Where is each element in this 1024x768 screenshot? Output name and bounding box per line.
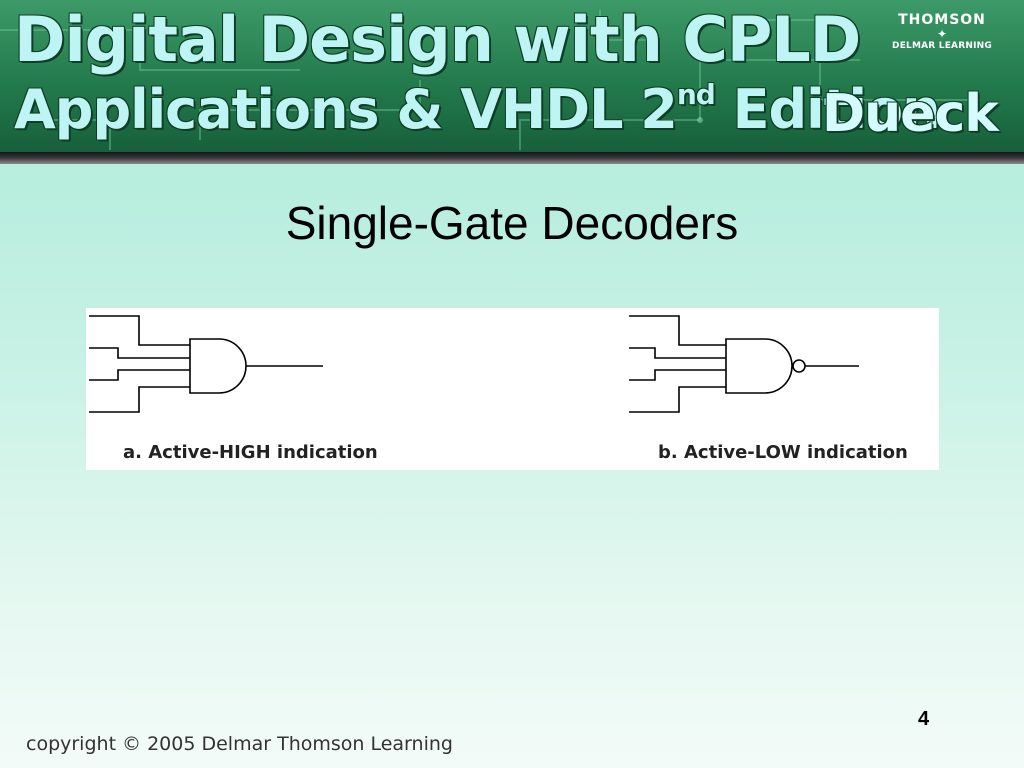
gate-diagrams: [89, 315, 859, 413]
slide-number: 4: [918, 708, 930, 730]
nand-gate-inputs: [629, 315, 726, 413]
book-title-line1: Digital Design with CPLD: [14, 3, 861, 76]
banner-divider: [0, 152, 1024, 164]
caption-active-low: b. Active-LOW indication: [658, 442, 908, 463]
book-banner: Digital Design with CPLD Applications & …: [0, 0, 1024, 152]
book-title-line2-suffix: Edition: [714, 78, 941, 141]
and-gate-symbol: [189, 338, 323, 394]
book-title-line2-prefix: Applications & VHDL 2: [14, 78, 678, 141]
circuit-pattern: [0, 10, 980, 150]
slide-title: Single-Gate Decoders: [285, 197, 739, 249]
publisher-logo: THOMSON ✦ DELMAR LEARNING: [872, 12, 1012, 51]
book-title-line2: Applications & VHDL 2nd Edition: [14, 76, 941, 144]
and-gate-inputs: [89, 315, 190, 413]
caption-active-high: a. Active-HIGH indication: [123, 442, 378, 463]
publisher-name: THOMSON: [898, 12, 986, 28]
decoder-figure: a. Active-HIGH indication b. Active-LOW …: [86, 308, 939, 470]
publisher-star-icon: ✦: [936, 27, 948, 41]
nand-gate-symbol: [725, 338, 859, 394]
publisher-imprint: DELMAR LEARNING: [892, 41, 992, 51]
copyright-notice: copyright © 2005 Delmar Thomson Learning: [26, 733, 453, 755]
book-author: Dueck: [822, 84, 999, 144]
book-title-superscript: nd: [676, 78, 716, 111]
